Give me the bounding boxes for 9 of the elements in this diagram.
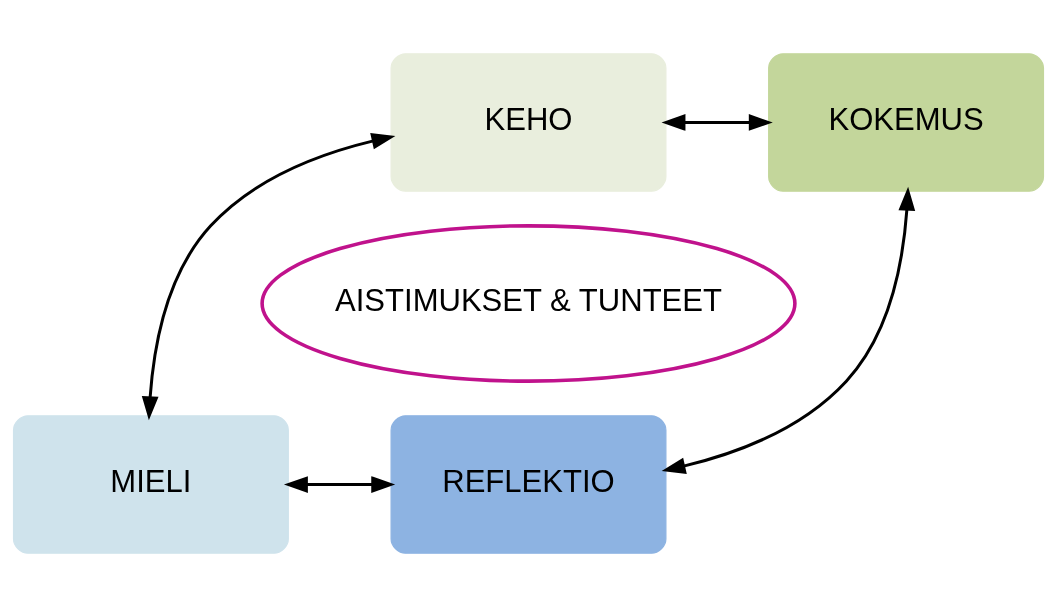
- node-box: KOKEMUS: [768, 52, 1045, 192]
- arrow: [661, 113, 773, 131]
- arrow: [283, 475, 396, 493]
- arrow: [141, 132, 396, 420]
- node-box: REFLEKTIO: [390, 414, 667, 554]
- arrow: [661, 186, 916, 474]
- node-box: KEHO: [390, 52, 667, 192]
- node-box: MIELI: [12, 414, 289, 554]
- node-ellipse: AISTIMUKSET & TUNTEET: [260, 223, 797, 383]
